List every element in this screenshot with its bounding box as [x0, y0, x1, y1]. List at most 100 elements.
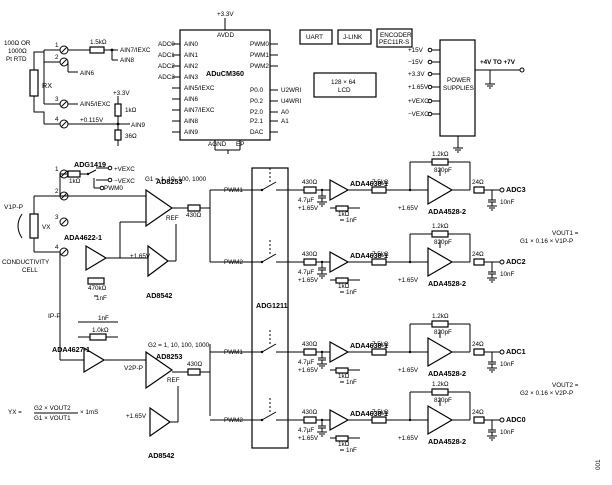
adc-label: ADC3 [506, 185, 526, 194]
mcu-pin-right: P2.1 [250, 118, 263, 125]
mcu-pin-left: AIN7/IEXC [184, 107, 215, 114]
terminal-number: 2 [55, 54, 59, 61]
svg-text:24Ω: 24Ω [472, 251, 484, 258]
mux-pwm-label: PWM2 [224, 259, 243, 266]
power-rail-label: +3.3V [408, 71, 425, 78]
svg-text:1.2kΩ: 1.2kΩ [432, 313, 449, 320]
adc-label: ADC1 [506, 347, 526, 356]
mcu-ext-right: A0 [281, 109, 289, 116]
mcu-ext-right: U4WRI [281, 98, 302, 105]
rtd-bot-wire [33, 96, 45, 124]
mcu-ext-left: ADC2 [158, 63, 175, 70]
power-rail-label: +1.65V [408, 84, 429, 91]
mcu-box [179, 29, 271, 141]
terminal-number: 3 [55, 96, 59, 103]
svg-text:1nF: 1nF [346, 289, 357, 296]
ipp-label: IP-P [48, 313, 61, 320]
svg-text:1kΩ: 1kΩ [69, 178, 81, 185]
adg1419-label: ADG1419 [74, 160, 106, 169]
v1pp-label: V1P-P [4, 204, 24, 211]
svg-text:4.7µF: 4.7µF [298, 269, 314, 276]
svg-text:430Ω: 430Ω [302, 179, 318, 186]
mcu-pin-left: AIN9 [184, 129, 198, 136]
svg-text:+1.65V: +1.65V [126, 413, 147, 420]
ada4638-opamp [329, 340, 350, 364]
svg-text:1nF: 1nF [346, 217, 357, 224]
svg-text:7.5kΩ: 7.5kΩ [372, 409, 389, 416]
svg-text:ENCODER: ENCODER [380, 32, 412, 39]
res-36 [114, 129, 122, 141]
svg-text:× 1mS: × 1mS [80, 409, 98, 416]
mcu-pin-left: AIN5/IEXC [184, 85, 215, 92]
vout1-eq: G1 × 0.16 × V1P-P [520, 238, 573, 245]
ada4528-opamp [427, 404, 454, 436]
v-0115-label: +0.115V [80, 117, 104, 124]
svg-text:J-LINK: J-LINK [343, 34, 363, 41]
svg-text:+1.65V: +1.65V [130, 253, 151, 260]
svg-text:+1.65V: +1.65V [398, 367, 419, 374]
vout2-eq: G2 × 0.16 × V2P-P [520, 390, 573, 397]
terminal-number: 1 [55, 166, 59, 173]
mcu-pin-left: AIN0 [184, 41, 198, 48]
svg-text:ADA4638-1: ADA4638-1 [350, 341, 388, 350]
svg-text:CONDUCTIVITY: CONDUCTIVITY [2, 259, 50, 266]
svg-text:10nF: 10nF [500, 199, 515, 206]
mcu-pin-right: P0.2 [250, 98, 263, 105]
svg-text:AD8253: AD8253 [156, 352, 182, 361]
mcu-pin-left: AIN6 [184, 96, 198, 103]
jlink-block [337, 29, 372, 45]
mcu-right-pins: PWM0PWM1PWM2P0.0P0.2P2.0P2.1DACU2WRIU4WR… [250, 41, 302, 136]
svg-text:SUPPLIES: SUPPLIES [443, 85, 474, 92]
svg-text:24Ω: 24Ω [472, 179, 484, 186]
vout1-label: VOUT1 = [552, 230, 579, 237]
svg-text:1nF: 1nF [98, 315, 109, 322]
svg-text:128 × 64: 128 × 64 [331, 79, 356, 86]
mux-switch [261, 181, 277, 191]
ada4528-opamp [427, 246, 454, 278]
svg-text:10nF: 10nF [500, 361, 515, 368]
conductivity-frontend: ADG1419 1kΩ +VEXC −VEXC PWM0 V1P-P VX CO… [2, 160, 211, 460]
peripheral-blocks: UART J-LINK ENCODER PEC11R-S 128 × 64 LC… [299, 28, 413, 98]
svg-text:ADA4638-1: ADA4638-1 [350, 179, 388, 188]
mux-pwm-label: PWM1 [224, 187, 243, 194]
channel-adc0: 430Ω4.7µFADA4638-11kΩ1nF+1.65V7.5kΩ1.2kΩ… [298, 381, 526, 454]
res-1k-rtd [114, 103, 122, 117]
mcu-supply: +3.3V [217, 11, 234, 18]
ad8542-opamp-2 [149, 406, 172, 438]
res-1k5 [89, 46, 105, 54]
v-33-label-rtd: +3.3V [113, 90, 130, 97]
svg-text:+1.65V: +1.65V [298, 435, 319, 442]
terminal-number: 4 [55, 244, 59, 251]
ad8253-inamp-2 [145, 350, 174, 390]
svg-text:ADA4622-1: ADA4622-1 [64, 233, 102, 242]
svg-text:1.2kΩ: 1.2kΩ [432, 151, 449, 158]
mcu-pin-left: AIN8 [184, 118, 198, 125]
mcu-pin-right: PWM1 [250, 52, 269, 59]
mcu-pin-right: DAC [250, 129, 264, 136]
svg-text:1.2kΩ: 1.2kΩ [432, 223, 449, 230]
svg-text:4.7µF: 4.7µF [298, 359, 314, 366]
power-rail-label: +VEXC [408, 98, 429, 105]
svg-text:430Ω: 430Ω [302, 251, 318, 258]
mcu-aducm360: +3.3V AVDD ADuCM360 AGND EP AIN0AIN1AIN2… [158, 11, 302, 154]
res-470k [87, 277, 105, 285]
svg-text:ADA4528-2: ADA4528-2 [428, 369, 466, 378]
mcu-agnd: AGND [208, 141, 227, 148]
svg-text:1kΩ: 1kΩ [338, 441, 350, 448]
power-rail-label: +15V [408, 47, 424, 54]
mcu-pin-right: PWM2 [250, 63, 269, 70]
svg-text:+1.65V: +1.65V [298, 205, 319, 212]
lcd-block [313, 72, 377, 98]
svg-text:−VEXC: −VEXC [114, 178, 135, 185]
mux-switch [261, 343, 277, 353]
svg-text:ADA4638-1: ADA4638-1 [350, 409, 388, 418]
svg-text:G2 = 1, 10, 100, 1000: G2 = 1, 10, 100, 1000 [148, 342, 210, 349]
svg-text:ADA4528-2: ADA4528-2 [428, 207, 466, 216]
power-input: +4V TO +7V [480, 59, 516, 66]
svg-text:G1 × VOUT1: G1 × VOUT1 [34, 415, 71, 422]
mcu-pin-right: P0.0 [250, 87, 263, 94]
svg-text:430Ω: 430Ω [302, 409, 318, 416]
svg-text:+1.65V: +1.65V [398, 435, 419, 442]
